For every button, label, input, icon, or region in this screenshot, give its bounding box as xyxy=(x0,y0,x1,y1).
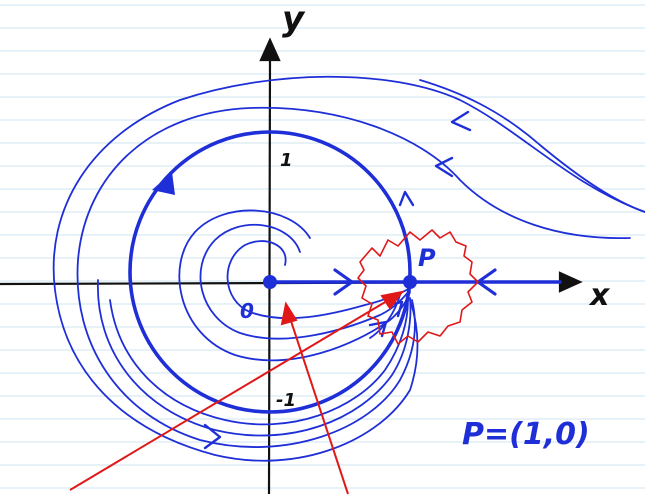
arrow-upper-3 xyxy=(398,190,415,207)
red-arrow-left-head xyxy=(380,290,405,310)
origin-label: 0 xyxy=(240,299,254,323)
trajectory-outer-2 xyxy=(76,106,631,448)
unit-circle-orbit xyxy=(128,130,412,414)
x-axis-arrowhead xyxy=(558,271,583,293)
neighborhood-of-p xyxy=(357,229,479,345)
outer-trajectories xyxy=(52,75,645,462)
arrow-upper-1 xyxy=(450,110,472,132)
origin-point xyxy=(263,275,277,289)
circle-direction-arrowhead xyxy=(152,172,175,195)
tick-label-negative: -1 xyxy=(276,390,296,411)
equilibrium-points xyxy=(263,275,417,289)
tick-label-positive: 1 xyxy=(280,150,293,171)
point-p-label: P xyxy=(418,244,436,272)
trajectory-outer-4 xyxy=(109,299,409,426)
red-arrow-right-shaft xyxy=(289,317,349,495)
arrow-lower-left xyxy=(203,423,222,450)
red-arrow-left-shaft xyxy=(69,297,393,491)
inner-spiral xyxy=(178,209,411,362)
red-arrow-right-head xyxy=(280,301,298,326)
point-p xyxy=(403,275,417,289)
trajectory-ellipse-upper xyxy=(419,79,645,213)
inner-spiral-3 xyxy=(178,209,411,362)
point-p-equation: P=(1,0) xyxy=(462,417,590,452)
inner-spiral-4 xyxy=(369,294,401,339)
arrow-upper-2 xyxy=(434,156,454,178)
trajectory-outer-1 xyxy=(52,75,645,462)
y-axis-arrowhead xyxy=(259,37,281,62)
direction-arrows xyxy=(203,110,497,450)
x-axis-label: x xyxy=(588,278,611,313)
inner-spiral-1 xyxy=(226,240,411,320)
red-pointer-arrows xyxy=(69,290,405,495)
trajectory-outer-3 xyxy=(97,279,412,437)
y-axis-label: y xyxy=(282,0,306,39)
inner-spiral-2 xyxy=(199,223,411,340)
arrow-inner-1 xyxy=(368,320,388,338)
